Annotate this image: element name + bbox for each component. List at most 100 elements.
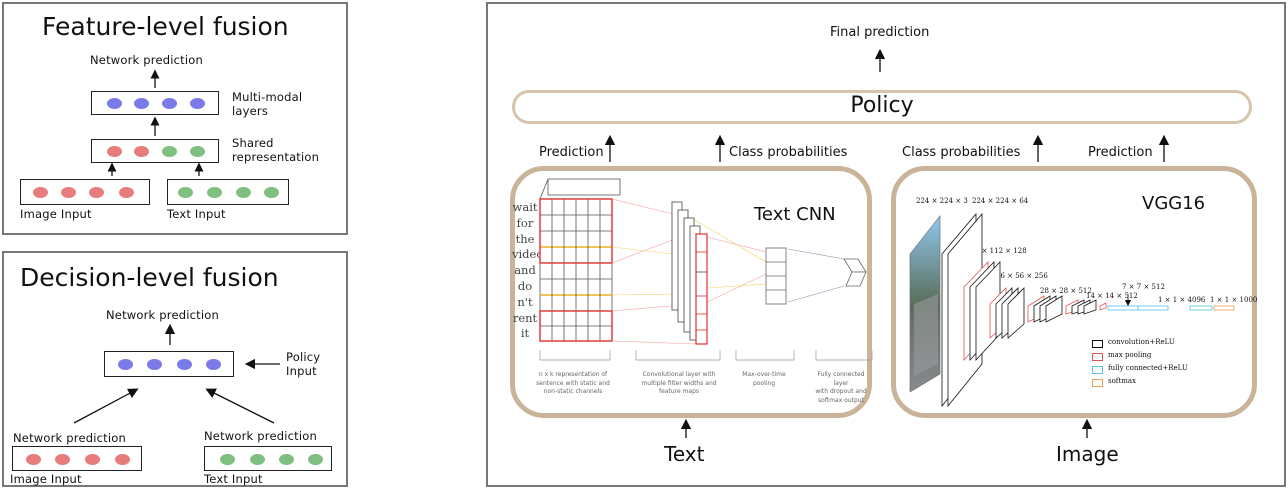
left-network-prediction: Network prediction	[13, 431, 126, 445]
decision-arrows	[73, 323, 280, 424]
shared-label-line1: Shared	[232, 136, 274, 150]
node	[33, 187, 48, 198]
text-cnn-box	[510, 166, 872, 418]
feature-level-title: Feature-level fusion	[42, 12, 289, 41]
cnn-connections	[611, 198, 845, 345]
max-pooling-layer	[765, 247, 787, 305]
word: n't	[517, 294, 533, 309]
caption-line: Fully connected layer	[817, 371, 865, 387]
legend-label: softmax	[1108, 377, 1136, 385]
node	[178, 187, 193, 198]
right-network-prediction: Network prediction	[204, 429, 317, 443]
legend-label: convolution+ReLU	[1108, 338, 1175, 346]
node	[162, 146, 177, 157]
node	[26, 454, 41, 465]
node	[118, 359, 133, 370]
node	[119, 187, 134, 198]
caption-line: Convolutional layer with	[642, 371, 716, 378]
word: do	[517, 278, 533, 293]
caption-line: softmax output	[818, 396, 864, 404]
decision-image-input-label: Image Input	[10, 472, 82, 486]
node	[236, 187, 251, 198]
word: the	[515, 231, 535, 246]
node	[190, 146, 205, 157]
policy-input-label-line1: Policy	[286, 350, 321, 364]
text-prediction-box	[204, 446, 332, 471]
caption-line: n x k representation of	[538, 371, 608, 378]
caption-brackets	[539, 350, 873, 361]
final-prediction-label: Final prediction	[830, 25, 930, 40]
caption-line: multiple filter widths and	[641, 379, 717, 387]
caption-line: pooling	[752, 379, 776, 387]
text-input-label-main: Text	[664, 442, 705, 466]
word: it	[520, 326, 530, 341]
shared-label-line2: representation	[232, 150, 320, 164]
dim-label: 7 × 7 × 512	[1122, 283, 1165, 291]
node	[115, 454, 130, 465]
legend-label: fully connected+ReLU	[1108, 364, 1188, 372]
node	[190, 98, 205, 109]
multimodal-label-line1: Multi-modal	[232, 90, 303, 104]
dim-label: 14 × 14 × 512	[1086, 292, 1138, 300]
word: rent	[512, 310, 538, 325]
node	[61, 187, 76, 198]
text-input-label: Text Input	[167, 207, 226, 221]
cnn-caption-2: Convolutional layer with multiple filter…	[636, 371, 722, 397]
multimodal-label-line2: layers	[232, 104, 269, 118]
text-prediction-label: Prediction	[539, 145, 604, 160]
image-class-probabilities-label: Class probabilities	[902, 145, 1021, 160]
dim-label: 28 × 28 × 512	[1040, 287, 1092, 295]
image-prediction-label: Prediction	[1088, 145, 1153, 160]
caption-line: non-static channels	[543, 388, 603, 395]
conv-feature-maps	[671, 201, 708, 345]
decision-level-fusion-panel: Decision-level fusion Network prediction…	[2, 251, 348, 487]
dim-label: 112 × 112 × 128	[966, 247, 1027, 255]
legend-swatch	[1092, 340, 1103, 348]
architecture-drawing	[539, 48, 1235, 438]
decision-level-title: Decision-level fusion	[20, 263, 279, 292]
feature-level-fusion-panel: Feature-level fusion Network prediction …	[2, 2, 348, 235]
node	[220, 454, 235, 465]
node	[89, 187, 104, 198]
sentence-words: wait for the video and do n't rent it	[512, 200, 544, 342]
vgg-layers	[941, 212, 1235, 408]
word: video	[512, 247, 544, 262]
dim-label: 1 × 1 × 4096	[1158, 296, 1206, 304]
caption-line: Max-over-time	[742, 371, 786, 378]
cnn-caption-3: Max-over-time pooling	[734, 371, 794, 388]
word: for	[516, 215, 534, 230]
architecture-panel: Final prediction Policy Prediction Class…	[486, 2, 1286, 487]
decision-text-input-label: Text Input	[204, 472, 263, 486]
legend-swatch	[1092, 366, 1103, 374]
node	[279, 454, 294, 465]
node	[134, 146, 149, 157]
policy-box: Policy	[512, 90, 1252, 124]
fully-connected-layer	[843, 258, 867, 287]
node	[162, 98, 177, 109]
image-input-box	[20, 179, 150, 205]
dim-label: 1 × 1 × 1000	[1210, 296, 1258, 304]
legend-swatch	[1092, 353, 1103, 361]
policy-input-label-line2: Input	[286, 364, 317, 378]
node	[250, 454, 265, 465]
image-input-label: Image Input	[20, 207, 92, 221]
node	[107, 98, 122, 109]
node	[85, 454, 100, 465]
vgg16-title: VGG16	[1142, 193, 1206, 214]
text-class-probabilities-label: Class probabilities	[729, 145, 848, 160]
text-cnn-title: Text CNN	[754, 204, 836, 225]
caption-line: sentence with static and	[536, 379, 610, 387]
legend-label: max pooling	[1108, 351, 1152, 359]
image-input-label-main: Image	[1056, 442, 1119, 466]
cnn-caption-1: n x k representation of sentence with st…	[534, 371, 612, 397]
caption-line: with dropout and	[815, 388, 867, 395]
node	[264, 187, 279, 198]
node	[207, 187, 222, 198]
node	[308, 454, 323, 465]
vgg-input-image	[909, 215, 941, 393]
dim-label: 224 × 224 × 64	[972, 197, 1029, 205]
dim-label: 224 × 224 × 3	[916, 197, 968, 205]
shared-representation-box	[91, 139, 219, 163]
cnn-caption-4: Fully connected layer with dropout and s…	[810, 371, 872, 405]
text-input-box	[167, 179, 289, 205]
